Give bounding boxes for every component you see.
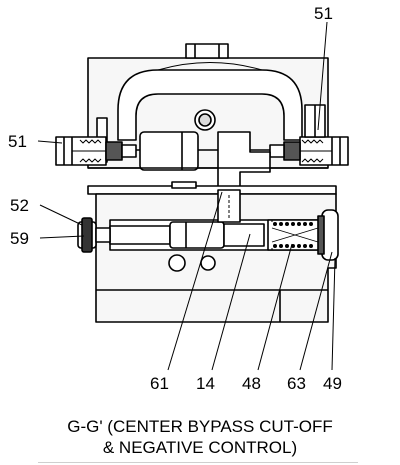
lower-port-1 <box>168 254 186 272</box>
caption-line-2: & NEGATIVE CONTROL) <box>102 438 298 457</box>
callout-48: 48 <box>242 374 261 393</box>
callout-52: 52 <box>10 196 29 215</box>
upper-plug <box>194 109 216 131</box>
spring <box>267 219 323 251</box>
callout-63: 63 <box>287 374 306 393</box>
caption-line-1: G-G' (CENTER BYPASS CUT-OFF <box>67 417 333 436</box>
left-fitting <box>55 136 137 166</box>
leader-lines <box>37 21 336 371</box>
bottom-rule <box>38 462 358 463</box>
end-cap <box>317 209 339 261</box>
lower-port-2 <box>200 255 216 271</box>
callout-51-left: 51 <box>8 132 27 151</box>
callout-14: 14 <box>196 374 215 393</box>
left-adjuster <box>77 217 111 253</box>
callout-51-top: 51 <box>314 4 333 23</box>
callout-61: 61 <box>150 374 169 393</box>
callout-49: 49 <box>323 374 342 393</box>
center-spool <box>139 131 271 191</box>
callout-59: 59 <box>10 229 29 248</box>
right-fitting <box>269 104 349 166</box>
divider-strip <box>87 167 337 195</box>
